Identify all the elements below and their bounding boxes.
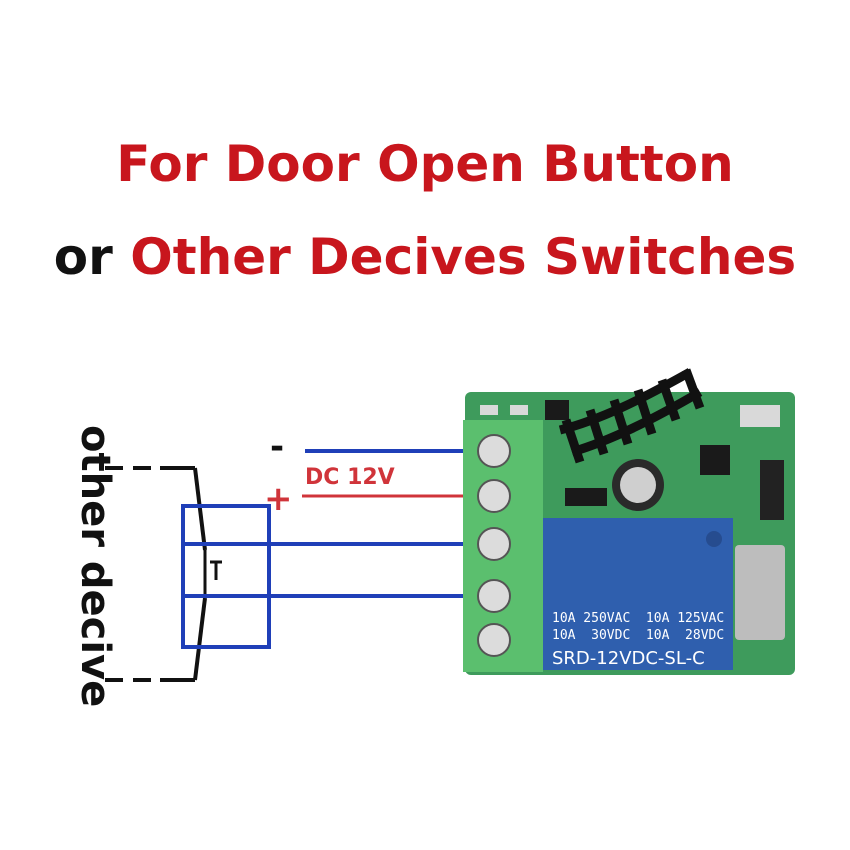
plus-label: + [264,479,293,519]
relay-rating-row-2: 10A 30VDC 10A 28VDC [552,628,724,643]
antenna-coil-icon [558,368,705,464]
headline-line-1: For Door Open Button [0,135,850,193]
voltage-label: DC 12V [305,465,395,490]
headline-line-1-text: For Door Open Button [116,135,734,193]
relay-model: SRD-12VDC-SL-C [552,648,705,669]
minus-label: - [270,427,284,467]
headline-line-2-main: Other Decives Switches [130,228,797,286]
relay-module: 10A 250VAC 10A 125VAC 10A 30VDC 10A 28VD… [463,368,795,675]
headline-line-2: or Other Decives Switches [0,228,850,286]
terminal-screws [477,434,511,657]
blue-wires [181,449,490,649]
relay-body [543,518,733,670]
headline-line-2-prefix: or [53,228,131,286]
switch-symbol [203,550,222,598]
side-label: other decive [72,425,118,707]
relay-rating-row-1: 10A 250VAC 10A 125VAC [552,611,724,626]
device-wires [105,466,207,682]
